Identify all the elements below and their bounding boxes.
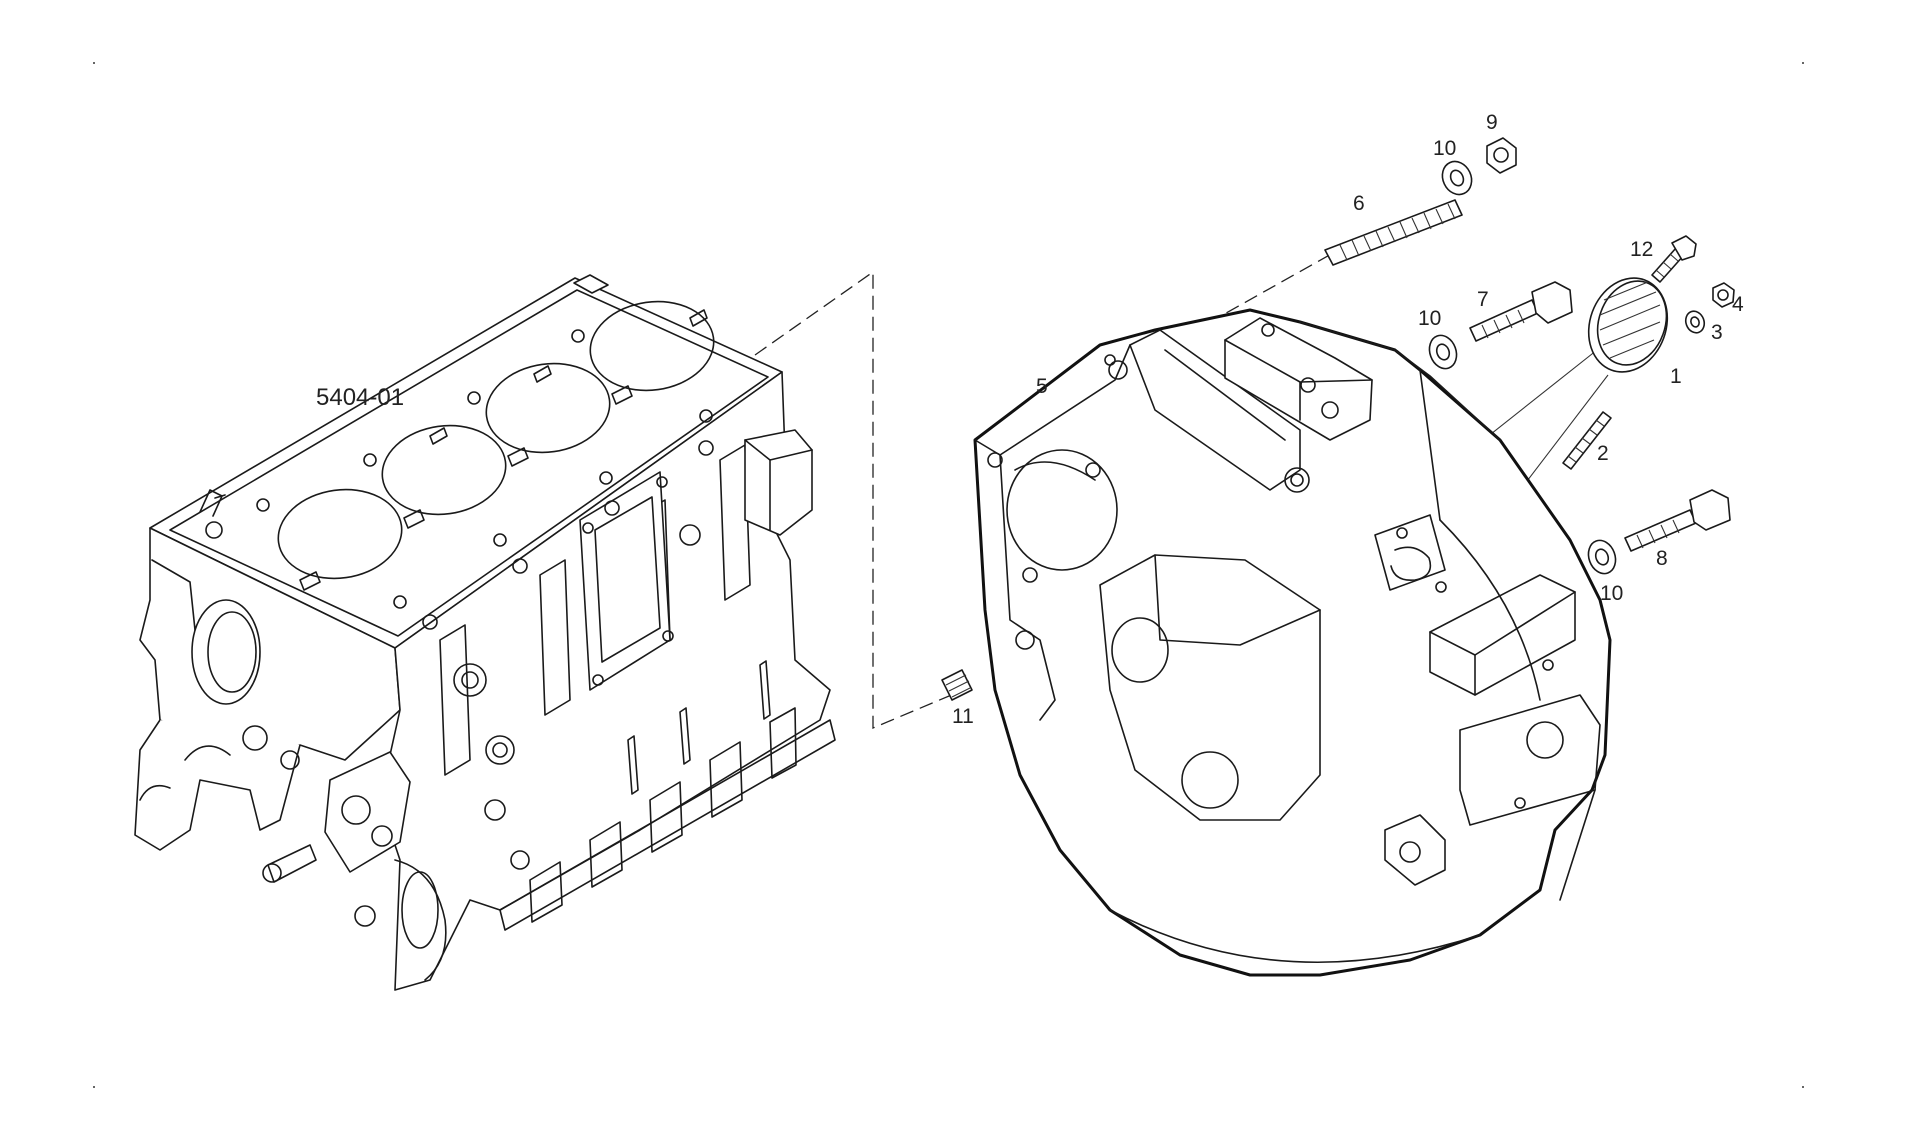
stud-part-2 [1562, 411, 1612, 470]
callout-1: 1 [1670, 365, 1682, 388]
washer-part-3 [1684, 310, 1706, 334]
cover-plate-part-1 [1587, 277, 1669, 373]
washer-part-10-mid [1428, 334, 1458, 370]
callout-5: 5 [1036, 375, 1048, 398]
bolt-part-12 [1651, 235, 1697, 283]
reference-label: 5404-01 [316, 384, 404, 411]
engine-block [134, 274, 836, 991]
washer-part-10-top [1441, 160, 1473, 196]
callout-labels: 5404-01 1 2 3 4 5 6 7 8 9 10 10 10 11 12 [316, 111, 1744, 728]
callout-6: 6 [1353, 192, 1365, 215]
callout-9: 9 [1486, 111, 1498, 134]
registration-marks [93, 62, 1804, 1088]
callout-4: 4 [1732, 293, 1744, 316]
dowel-part-11 [941, 669, 973, 701]
bolt-part-8 [1624, 489, 1731, 552]
callout-10-mid: 10 [1418, 307, 1441, 330]
callout-10-low: 10 [1600, 582, 1623, 605]
callout-2: 2 [1597, 442, 1609, 465]
callout-10-top: 10 [1433, 137, 1456, 160]
nut-part-9 [1486, 137, 1517, 174]
callout-8: 8 [1656, 547, 1668, 570]
callout-3: 3 [1711, 321, 1723, 344]
nut-part-4 [1712, 282, 1735, 308]
bolt-part-7 [1469, 281, 1573, 342]
callout-11: 11 [952, 705, 974, 728]
callout-7: 7 [1477, 288, 1489, 311]
stud-part-6 [1324, 199, 1463, 266]
washer-part-10-low [1587, 539, 1617, 575]
callout-12: 12 [1630, 238, 1653, 261]
flywheel-housing [973, 308, 1612, 977]
